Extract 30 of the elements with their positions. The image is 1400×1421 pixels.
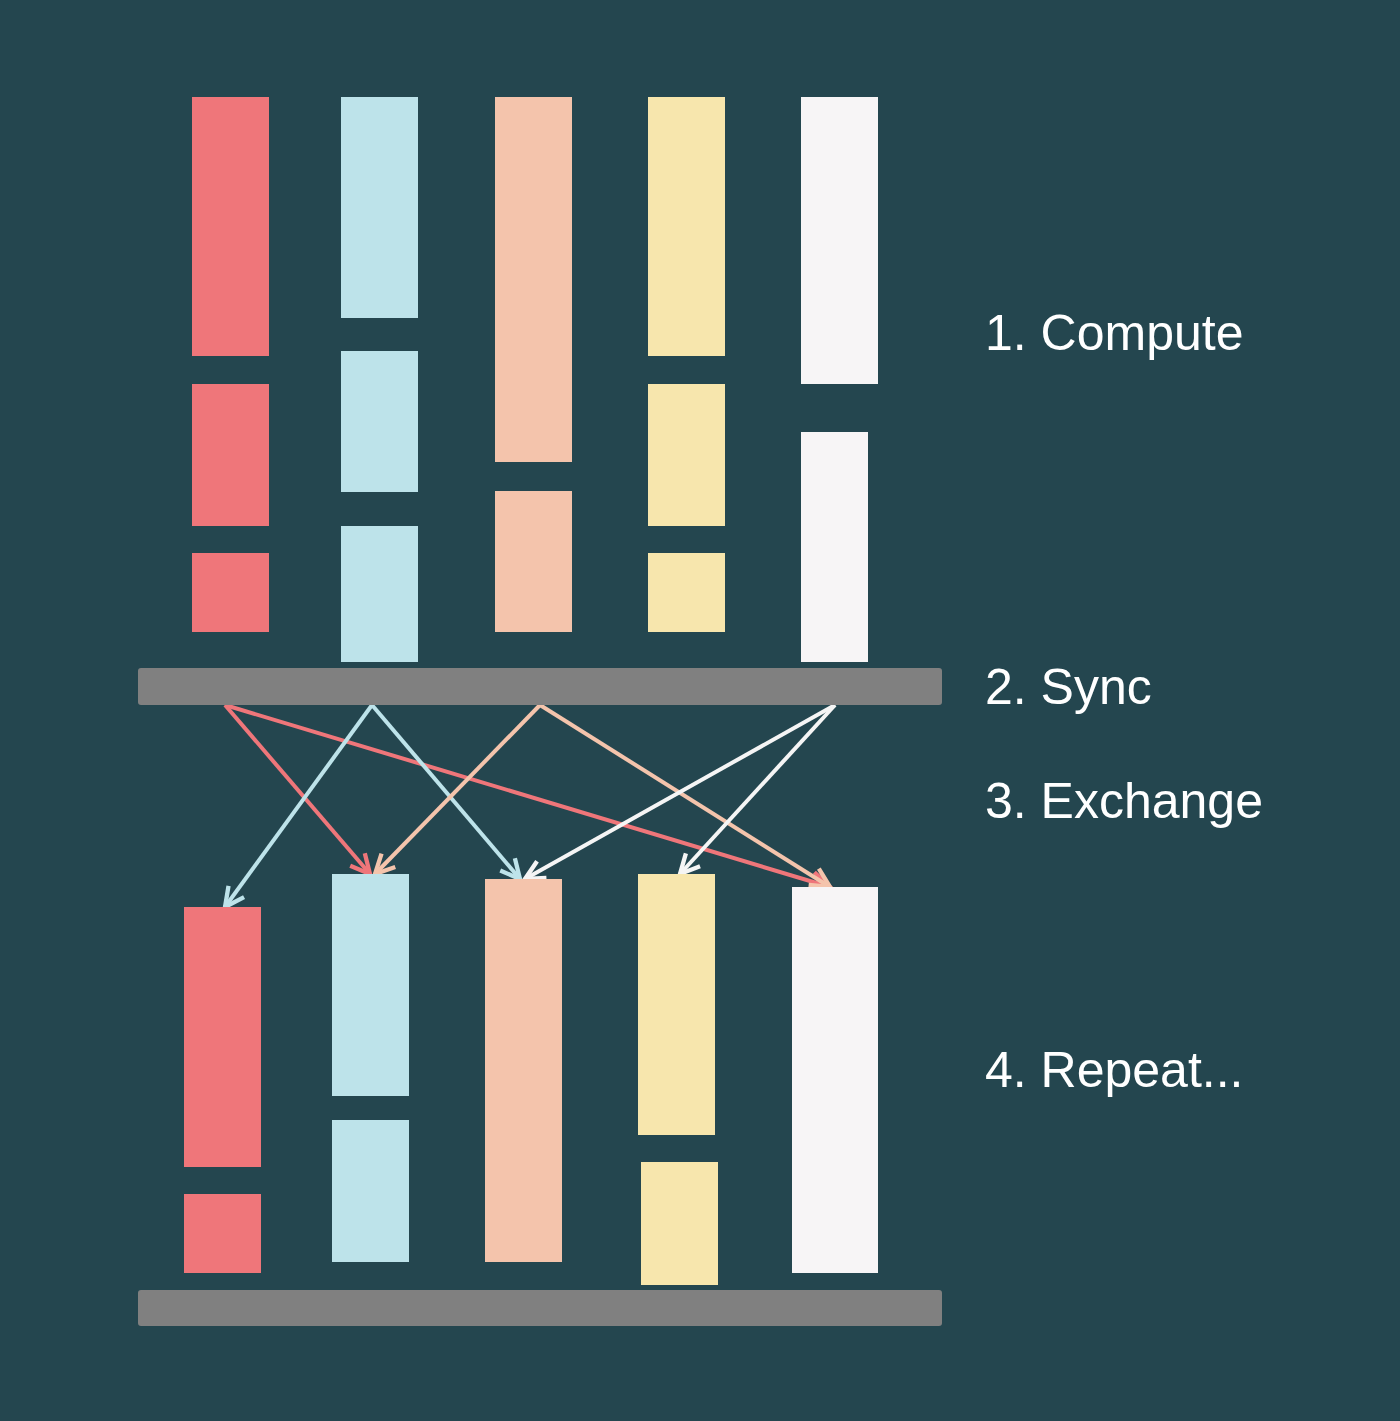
sync-bar — [138, 668, 942, 705]
arrow — [677, 703, 837, 877]
sync-bar — [138, 1290, 942, 1326]
task-block — [485, 879, 562, 1262]
task-block — [648, 553, 725, 632]
task-block — [192, 384, 269, 526]
task-block — [648, 384, 725, 526]
task-block — [192, 553, 269, 632]
task-block — [192, 97, 269, 356]
arrow — [223, 703, 373, 877]
task-block — [801, 432, 868, 662]
task-block — [184, 1194, 261, 1273]
task-block — [801, 97, 878, 384]
task-block — [341, 351, 418, 492]
task-block — [641, 1162, 718, 1285]
step-label: 3. Exchange — [985, 776, 1263, 826]
task-block — [341, 526, 418, 662]
step-label: 1. Compute — [985, 308, 1244, 358]
step-label: 4. Repeat... — [985, 1045, 1244, 1095]
task-block — [495, 491, 572, 632]
step-label: 2. Sync — [985, 662, 1152, 712]
task-block — [495, 97, 572, 462]
task-block — [638, 874, 715, 1135]
task-block — [184, 907, 261, 1167]
task-block — [792, 887, 878, 1273]
task-block — [648, 97, 725, 356]
task-block — [341, 97, 418, 318]
task-block — [332, 1120, 409, 1262]
arrow — [222, 703, 374, 910]
task-block — [332, 874, 409, 1096]
